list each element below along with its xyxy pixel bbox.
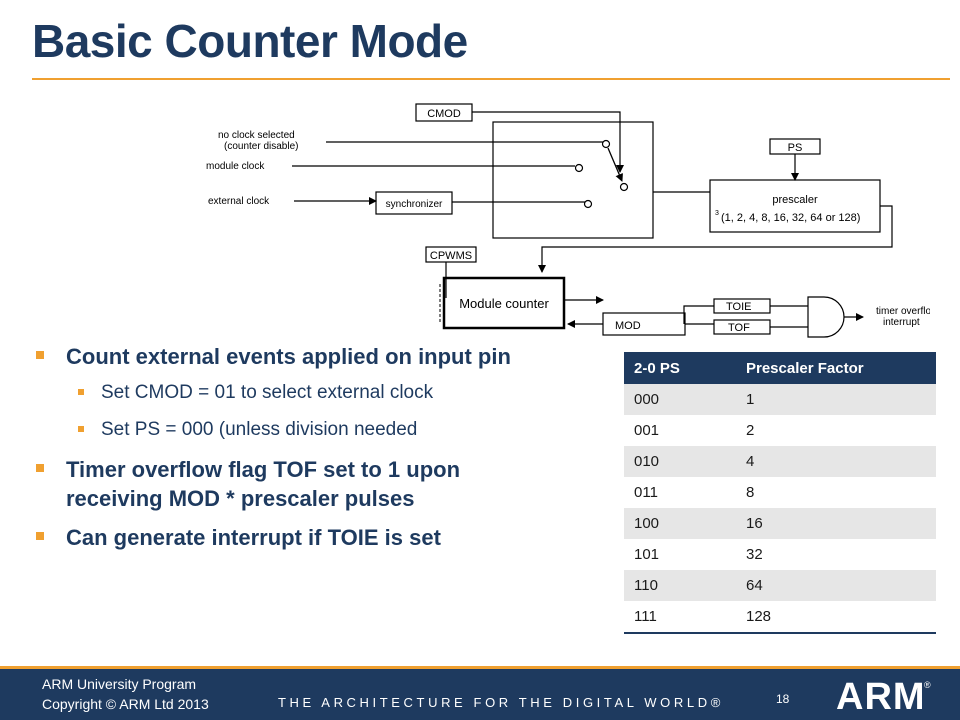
subbullet-marker bbox=[78, 426, 84, 432]
subbullet-set-ps: Set PS = 000 (unless division needed bbox=[34, 418, 554, 442]
table-cell-ps: 101 bbox=[624, 539, 736, 570]
bullet-list: Count external events applied on input p… bbox=[34, 342, 554, 562]
counter-disable-label: (counter disable) bbox=[224, 141, 298, 152]
arm-logo-registered: ® bbox=[924, 680, 931, 690]
table-cell-factor: 8 bbox=[736, 477, 936, 508]
toie-label: TOIE bbox=[726, 301, 751, 313]
table-cell-factor: 4 bbox=[736, 446, 936, 477]
table-cell-ps: 100 bbox=[624, 508, 736, 539]
cmod-label: CMOD bbox=[427, 108, 461, 120]
prescaler-box bbox=[709, 179, 881, 233]
table-cell-factor: 1 bbox=[736, 384, 936, 415]
prescaler-values-label: (1, 2, 4, 8, 16, 32, 64 or 128) bbox=[721, 212, 860, 224]
table-cell-factor: 128 bbox=[736, 601, 936, 634]
bullet-text: Timer overflow flag TOF set to 1 upon re… bbox=[66, 457, 461, 511]
table-cell-ps: 001 bbox=[624, 415, 736, 446]
no-clock-label: no clock selected bbox=[218, 130, 295, 141]
table-cell-ps: 110 bbox=[624, 570, 736, 601]
subbullet-text: Set CMOD = 01 to select external clock bbox=[101, 382, 434, 403]
clock-mux-box bbox=[492, 121, 654, 239]
bullet-timer-overflow: Timer overflow flag TOF set to 1 upon re… bbox=[34, 455, 554, 513]
table-cell-ps: 000 bbox=[624, 384, 736, 415]
tof-label: TOF bbox=[728, 322, 750, 334]
bullet-text: Can generate interrupt if TOIE is set bbox=[66, 525, 441, 550]
subbullet-marker bbox=[78, 389, 84, 395]
slide-title: Basic Counter Mode bbox=[32, 15, 468, 67]
table-cell-ps: 011 bbox=[624, 477, 736, 508]
table-header-factor: Prescaler Factor bbox=[736, 352, 936, 384]
synchronizer-label: synchronizer bbox=[386, 199, 443, 210]
bullet-count-external-events: Count external events applied on input p… bbox=[34, 342, 554, 371]
ps-label: PS bbox=[788, 142, 803, 154]
prescaler-label: prescaler bbox=[772, 194, 818, 206]
bullet-text: Count external events applied on input p… bbox=[66, 344, 511, 369]
footer-tagline: THE ARCHITECTURE FOR THE DIGITAL WORLD® bbox=[278, 695, 724, 710]
module-clock-label: module clock bbox=[206, 161, 265, 172]
counter-block-diagram: CMOD no clock selected (counter disable)… bbox=[206, 103, 930, 338]
table-header-row: 2-0 PS Prescaler Factor bbox=[624, 352, 936, 384]
bullet-marker bbox=[36, 464, 44, 472]
module-counter-label: Module counter bbox=[459, 296, 549, 311]
table-cell-factor: 16 bbox=[736, 508, 936, 539]
page-number: 18 bbox=[776, 692, 790, 706]
bullet-marker bbox=[36, 351, 44, 359]
footer-copyright: Copyright © ARM Ltd 2013 bbox=[42, 696, 209, 712]
table-cell-factor: 2 bbox=[736, 415, 936, 446]
external-clock-label: external clock bbox=[208, 196, 270, 207]
table-header-ps: 2-0 PS bbox=[624, 352, 736, 384]
cpwms-label: CPWMS bbox=[430, 250, 472, 262]
table-cell-factor: 32 bbox=[736, 539, 936, 570]
title-divider bbox=[32, 78, 950, 80]
interrupt-label: interrupt bbox=[883, 317, 920, 328]
prescaler-superscript: 3 bbox=[715, 210, 719, 217]
subbullet-set-cmod: Set CMOD = 01 to select external clock bbox=[34, 381, 554, 405]
bullet-generate-interrupt: Can generate interrupt if TOIE is set bbox=[34, 523, 554, 552]
timer-overflow-label: timer overflow bbox=[876, 306, 930, 317]
table-cell-ps: 010 bbox=[624, 446, 736, 477]
module-counter-box bbox=[442, 276, 566, 330]
table-cell-factor: 64 bbox=[736, 570, 936, 601]
bullet-marker bbox=[36, 532, 44, 540]
synchronizer-box bbox=[375, 191, 453, 215]
footer-program: ARM University Program bbox=[42, 676, 197, 692]
footer-bar bbox=[0, 666, 960, 720]
mod-label: MOD bbox=[615, 320, 641, 332]
footer-accent-line bbox=[0, 666, 960, 669]
cpwms-box bbox=[425, 246, 477, 263]
and-gate bbox=[807, 296, 845, 338]
table-cell-ps: 111 bbox=[624, 601, 736, 634]
arm-logo: ARM bbox=[836, 676, 926, 718]
subbullet-text: Set PS = 000 (unless division needed bbox=[101, 419, 418, 440]
